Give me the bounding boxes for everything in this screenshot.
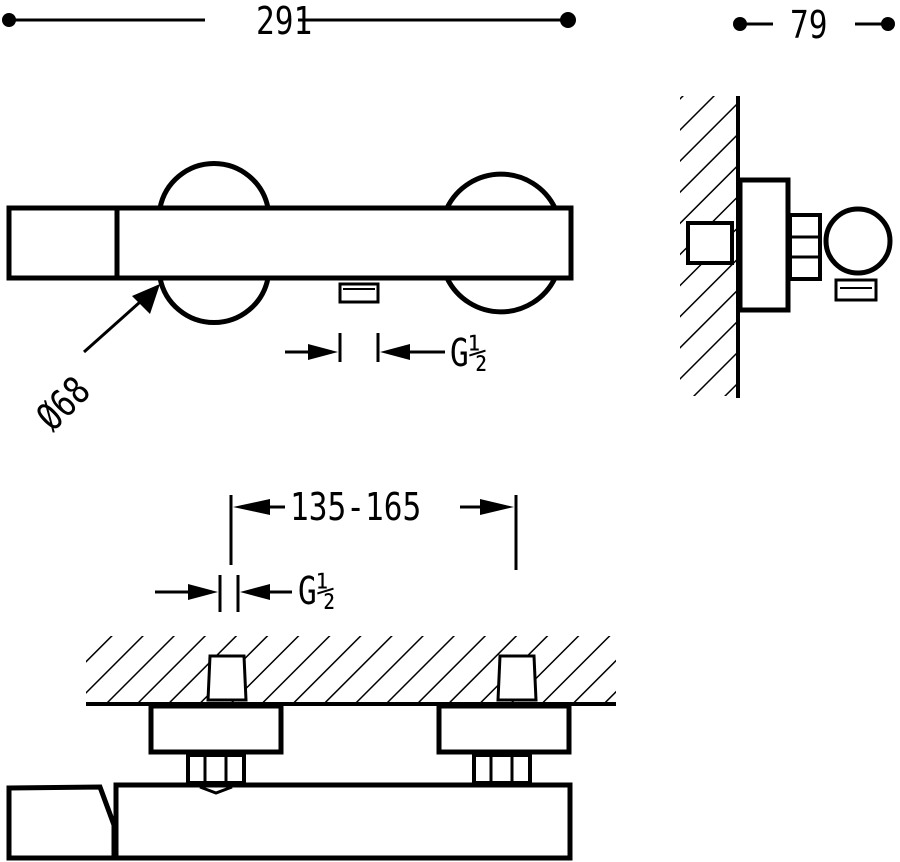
- rosette-left-bottom: [157, 277, 271, 325]
- centre-distance-label: 135-165: [290, 485, 422, 529]
- dimension-291: [2, 12, 576, 28]
- dimension-g-half-inlet: [155, 575, 292, 612]
- side-view: [680, 96, 893, 398]
- dimension-79: [733, 17, 895, 31]
- dimension-135-165: [229, 495, 518, 570]
- rosette-right-bottom: [444, 276, 558, 315]
- rosette-right-top: [444, 171, 558, 210]
- top-view: [6, 636, 616, 861]
- inlet-thread-label: G½: [298, 569, 336, 613]
- front-view: [6, 161, 574, 362]
- depth-label-79: 79: [790, 3, 828, 47]
- rosette-left-top: [157, 161, 271, 209]
- outlet-thread-label: G½: [450, 331, 488, 375]
- width-label-291: 291: [256, 0, 313, 43]
